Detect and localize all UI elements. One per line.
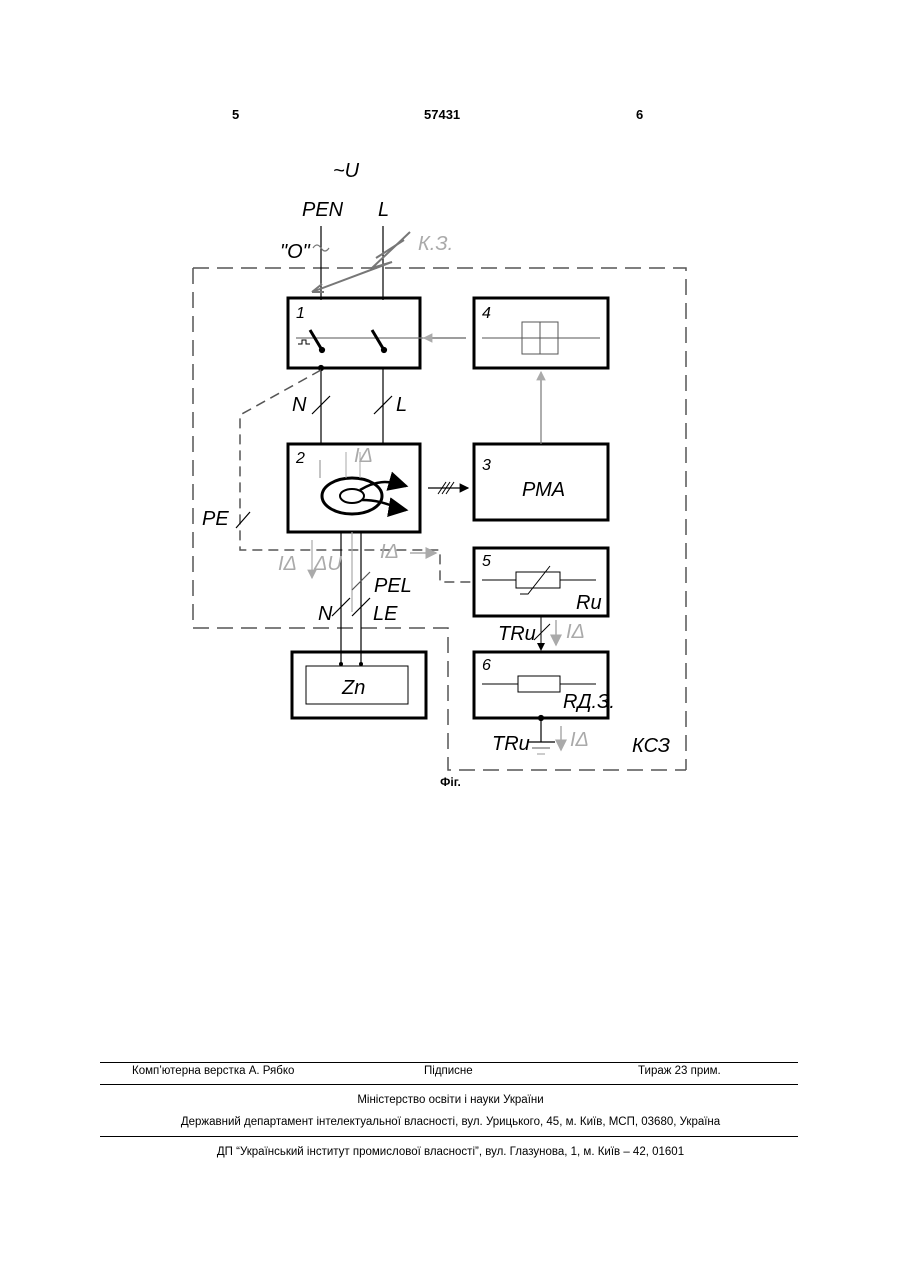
block-4 <box>474 298 608 368</box>
ground-icon <box>527 716 555 755</box>
pen-label: PEN <box>302 199 344 221</box>
block-3-number: 3 <box>482 457 491 474</box>
block-4-number: 4 <box>482 305 491 322</box>
footer-rule-3 <box>100 1136 798 1137</box>
footer-rule-2 <box>100 1084 798 1085</box>
load-terminal-n <box>339 662 343 666</box>
block-1-switch <box>288 298 420 368</box>
supply-label: ~U <box>333 160 360 182</box>
tick-5-6 <box>534 624 550 640</box>
circulation-label: Тираж 23 прим. <box>638 1065 721 1077</box>
i-delta-ground: IΔ <box>570 729 589 751</box>
department-text: Державний департамент інтелектуальної вл… <box>0 1116 901 1128</box>
conductors-2-load <box>332 532 370 664</box>
typesetting-credit: Комп’ютерна верстка А. Рябко <box>132 1065 294 1077</box>
footer-rule-1 <box>100 1062 798 1063</box>
circuit-diagram: ~U PEN L "O" К.З. 1 4 N L <box>0 0 901 800</box>
block-6-text: RД.З. <box>563 691 615 713</box>
block-1-number: 1 <box>296 305 305 322</box>
short-circuit-label: К.З. <box>418 233 453 255</box>
varistor-icon <box>482 566 596 594</box>
pe-tick <box>236 512 250 528</box>
ksz-label: КСЗ <box>632 735 670 757</box>
ministry-text: Міністерство освіти і науки України <box>0 1094 901 1106</box>
block-5-number: 5 <box>482 553 491 570</box>
block-4-symbol-icon <box>482 322 600 354</box>
supply-conductors <box>313 226 383 300</box>
le-label: LE <box>373 603 398 625</box>
n-label-2: N <box>318 603 333 625</box>
i-delta-label: IΔ <box>354 445 373 467</box>
block-2-number: 2 <box>295 450 305 467</box>
institute-text: ДП “Український інститут промислової вла… <box>0 1146 901 1158</box>
l-label: L <box>378 199 389 221</box>
delta-u-label: ΔU <box>313 553 342 575</box>
t-ru-label: TRu <box>498 623 536 645</box>
zero-label: "O" <box>280 241 311 263</box>
n-label: N <box>292 394 307 416</box>
i-delta-left: IΔ <box>278 553 297 575</box>
resistor-icon <box>482 676 596 692</box>
conductors-1-2 <box>312 366 392 445</box>
load-terminal-l <box>359 662 363 666</box>
block-6-number: 6 <box>482 657 491 674</box>
i-delta-right: IΔ <box>380 541 399 563</box>
switch-contacts-icon <box>296 330 466 353</box>
pe-l-label: PEL <box>374 575 412 597</box>
figure-caption: Фіг. <box>0 775 901 789</box>
i-delta-5-6: IΔ <box>566 621 585 643</box>
l-label-2: L <box>396 394 407 416</box>
pe-dashed-line <box>240 370 474 582</box>
fault-lightning-icon <box>312 232 410 292</box>
load-text: Zn <box>341 677 365 699</box>
block-3-text: РМА <box>522 479 565 501</box>
block-5-text: Ru <box>576 592 602 614</box>
signed-label: Підписне <box>424 1065 473 1077</box>
pe-label: PE <box>202 508 229 530</box>
t-ru-label-2: TRu <box>492 733 530 755</box>
